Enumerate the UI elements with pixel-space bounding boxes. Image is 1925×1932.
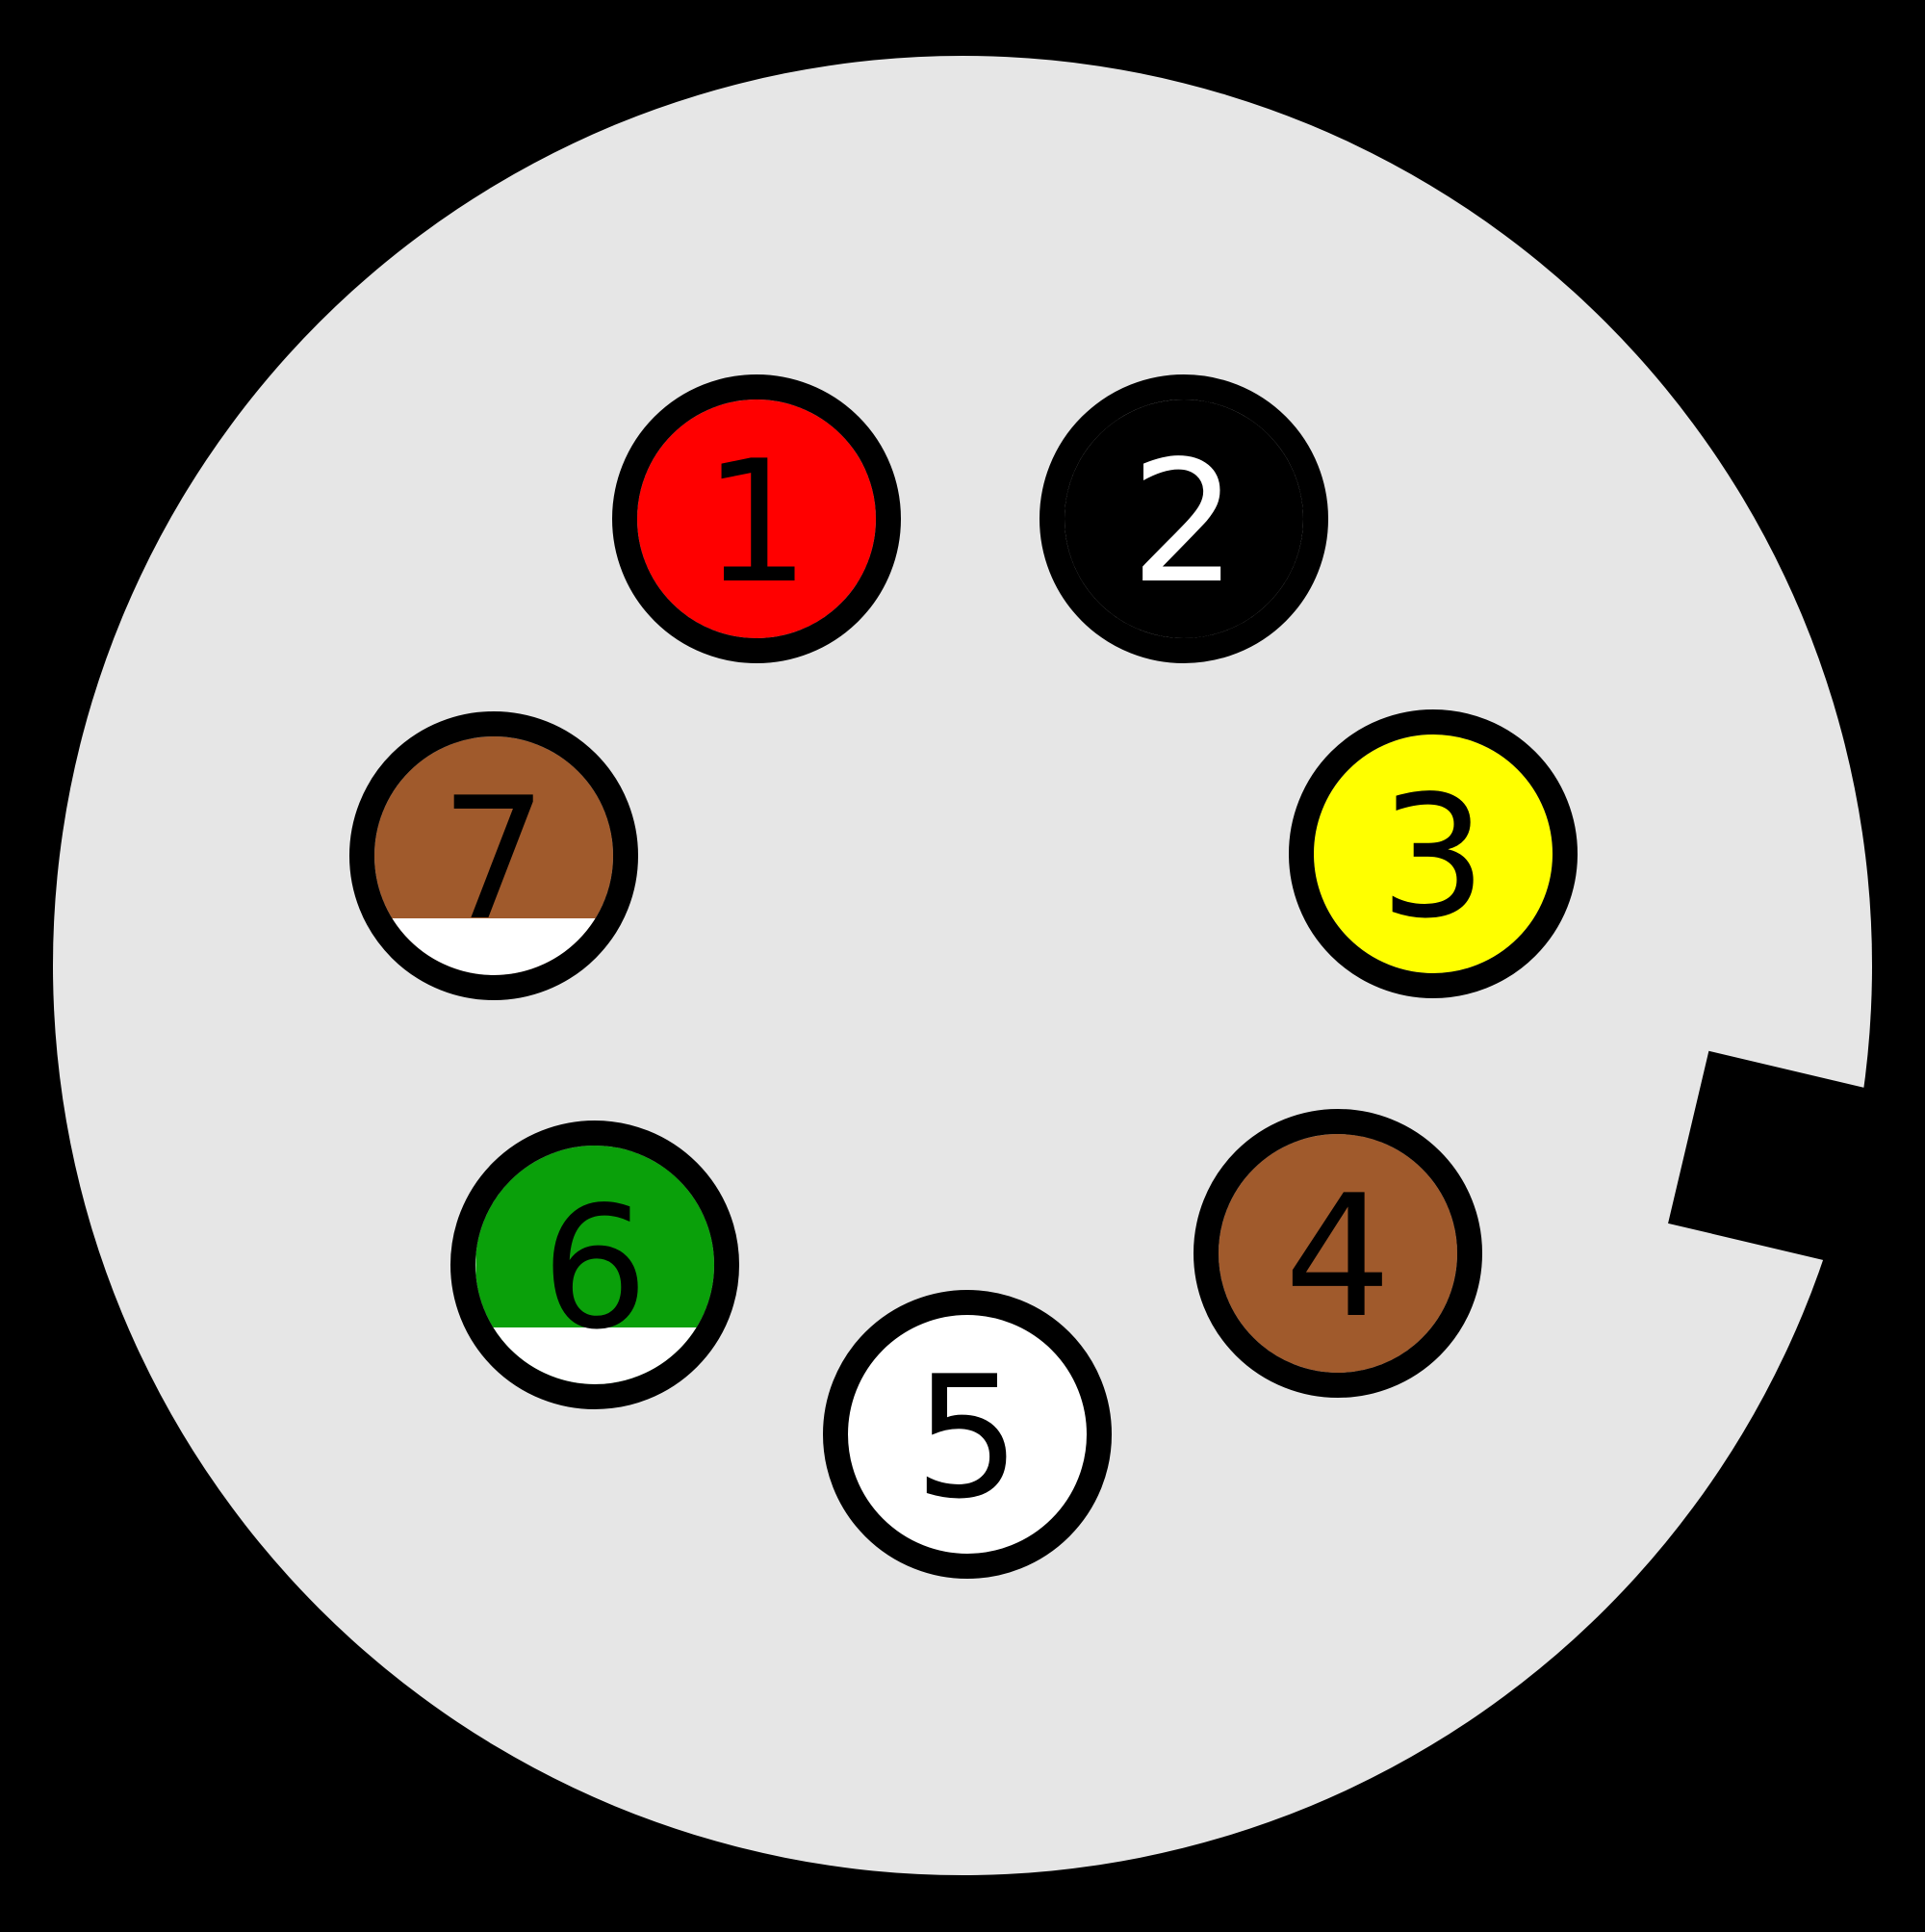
pin-1: 1 xyxy=(612,374,901,663)
pin-6-stripe xyxy=(493,1327,697,1385)
pin-2: 2 xyxy=(1040,374,1328,663)
pin-6: 6 xyxy=(450,1121,739,1409)
keyway-notch xyxy=(1668,1050,1925,1283)
pin-6-ring xyxy=(450,1121,739,1409)
pin-7-label: 7 xyxy=(440,762,547,958)
pin-7-stripe xyxy=(392,918,596,976)
pin-2-fill xyxy=(1065,399,1303,638)
pin-1-ring xyxy=(612,374,901,663)
pin-3-ring xyxy=(1289,709,1578,998)
pin-2-ring xyxy=(1040,374,1328,663)
pin-7: 7 xyxy=(349,711,638,1000)
pin-6-label: 6 xyxy=(541,1172,648,1367)
pin-6-fill xyxy=(475,1146,714,1384)
pin-1-fill xyxy=(637,399,876,638)
pin-4-fill xyxy=(1219,1134,1457,1373)
pin-5-fill xyxy=(848,1315,1087,1554)
pin-5-label: 5 xyxy=(913,1341,1020,1536)
pin-1-label: 1 xyxy=(703,425,809,621)
pin-5: 5 xyxy=(823,1290,1112,1579)
pin-3-label: 3 xyxy=(1379,760,1486,956)
pin-5-ring xyxy=(823,1290,1112,1579)
pin-4-label: 4 xyxy=(1284,1160,1391,1355)
pin-7-fill xyxy=(374,736,613,975)
connector-body xyxy=(53,56,1872,1875)
pin-2-label: 2 xyxy=(1130,425,1237,621)
pin-4: 4 xyxy=(1194,1109,1482,1398)
pin-4-ring xyxy=(1194,1109,1482,1398)
pin-3-fill xyxy=(1314,734,1553,973)
pin-7-ring xyxy=(349,711,638,1000)
pin-3: 3 xyxy=(1289,709,1578,998)
